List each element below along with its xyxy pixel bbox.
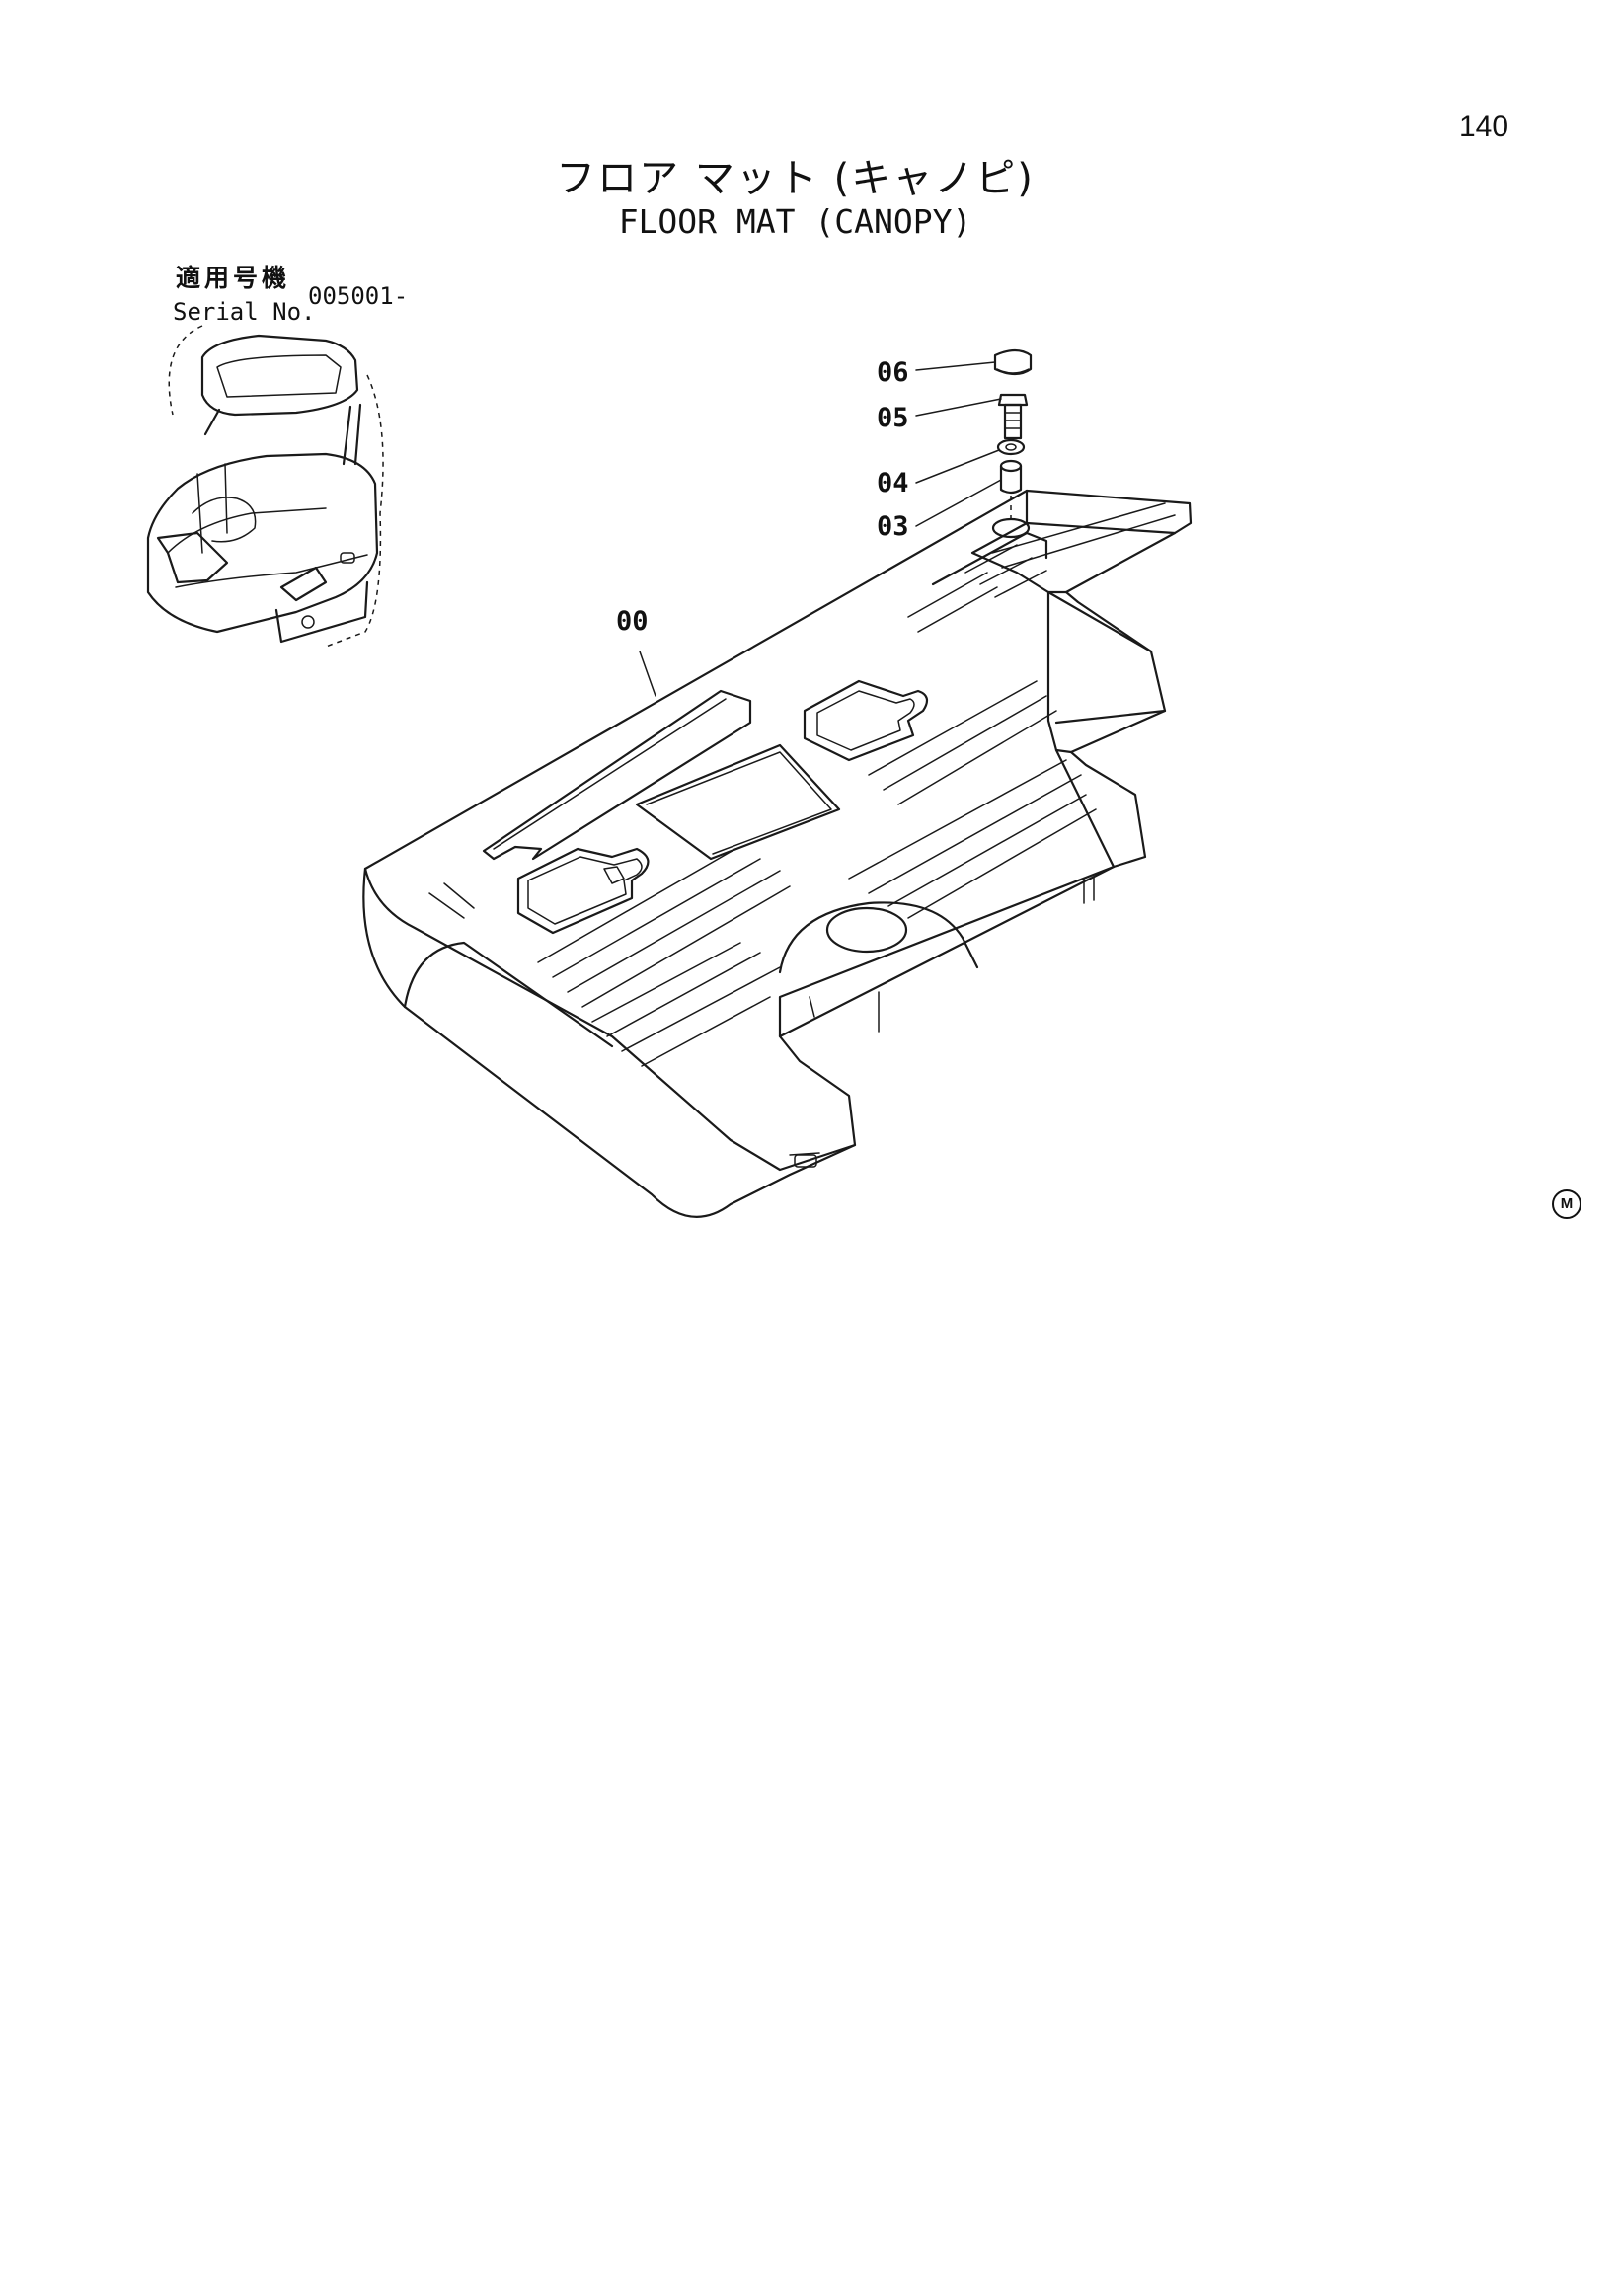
m-circle-mark: M bbox=[1552, 1189, 1581, 1219]
serial-label-japanese: 適用号機 bbox=[176, 264, 291, 292]
callout-00: 00 bbox=[616, 606, 649, 637]
page-title-japanese: フロア マット (キャノピ) bbox=[556, 156, 1035, 201]
fastener-stack bbox=[991, 348, 1033, 539]
callout-05: 05 bbox=[877, 403, 909, 433]
page-title-english: FLOOR MAT (CANOPY) bbox=[618, 202, 972, 241]
leader-lines bbox=[639, 361, 1002, 697]
serial-value: 005001- bbox=[308, 282, 409, 310]
callout-06: 06 bbox=[877, 357, 909, 388]
serial-label-english: Serial No. bbox=[173, 298, 316, 326]
callout-03: 03 bbox=[877, 511, 909, 542]
callout-04: 04 bbox=[877, 468, 909, 498]
floor-mat bbox=[362, 489, 1193, 1218]
excavator-thumbnail bbox=[146, 325, 384, 648]
page-number: 140 bbox=[1459, 111, 1509, 143]
